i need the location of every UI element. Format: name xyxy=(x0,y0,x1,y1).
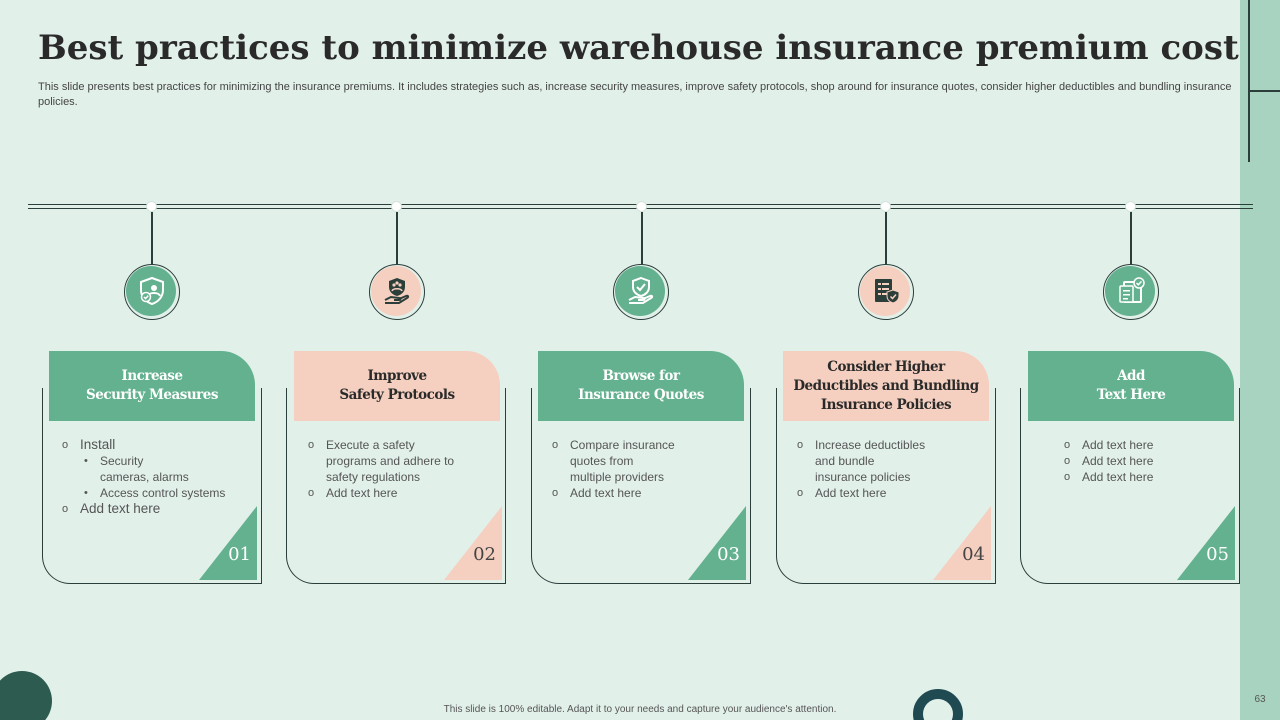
step-icon-badge xyxy=(858,264,914,320)
step-number: 05 xyxy=(1206,544,1229,565)
page-number: 63 xyxy=(1254,694,1266,705)
connector-line xyxy=(151,212,153,264)
decorative-circle-bottom-left xyxy=(0,671,52,720)
step-card xyxy=(776,388,996,584)
list-item: •Security xyxy=(84,454,144,468)
shield-check-icon xyxy=(140,276,164,306)
right-accent-band xyxy=(1240,0,1280,720)
timeline-dot xyxy=(1125,201,1136,212)
list-item: •Access control systems xyxy=(84,486,226,500)
connector-line xyxy=(641,212,643,264)
footer-note: This slide is 100% editable. Adapt it to… xyxy=(443,704,837,715)
policy-document-icon xyxy=(875,279,900,304)
decorative-ring-bottom xyxy=(913,689,963,720)
step-card xyxy=(286,388,506,584)
connector-line xyxy=(885,212,887,264)
step-number: 01 xyxy=(228,544,251,565)
checklist-icon xyxy=(1119,277,1145,303)
step-card xyxy=(42,388,262,584)
corner-triangle xyxy=(688,506,746,580)
step-icon-badge xyxy=(124,264,180,320)
connector-line xyxy=(1130,212,1132,264)
step-number: 03 xyxy=(717,544,740,565)
list-item: quotes from xyxy=(570,454,634,468)
step-card xyxy=(1020,388,1240,584)
timeline-dot xyxy=(391,201,402,212)
list-item: programs and adhere to xyxy=(326,454,455,468)
hand-shield-icon xyxy=(628,276,654,304)
list-item: multiple providers xyxy=(570,470,665,484)
slide-subtitle: This slide presents best practices for m… xyxy=(38,81,1232,108)
step-number: 02 xyxy=(473,544,496,565)
timeline-dot xyxy=(880,201,891,212)
slide-title: Best practices to minimize warehouse ins… xyxy=(38,28,1239,68)
step-icon-badge xyxy=(1103,264,1159,320)
right-accent-tick xyxy=(1250,90,1280,92)
hand-shield-people-icon xyxy=(384,278,410,304)
step-number: 04 xyxy=(962,544,985,565)
list-item: safety regulations xyxy=(326,470,421,484)
step-card xyxy=(531,388,751,584)
list-item: insurance policies xyxy=(815,470,911,484)
timeline-dot xyxy=(146,201,157,212)
connector-line xyxy=(396,212,398,264)
timeline-dot xyxy=(636,201,647,212)
right-accent-line xyxy=(1248,0,1250,162)
step-icon-badge xyxy=(369,264,425,320)
corner-triangle xyxy=(444,506,502,580)
corner-triangle xyxy=(199,506,257,580)
step-icon-badge xyxy=(613,264,669,320)
corner-triangle xyxy=(933,506,991,580)
corner-triangle xyxy=(1177,506,1235,580)
list-item: and bundle xyxy=(815,454,875,468)
list-item: cameras, alarms xyxy=(100,470,189,484)
